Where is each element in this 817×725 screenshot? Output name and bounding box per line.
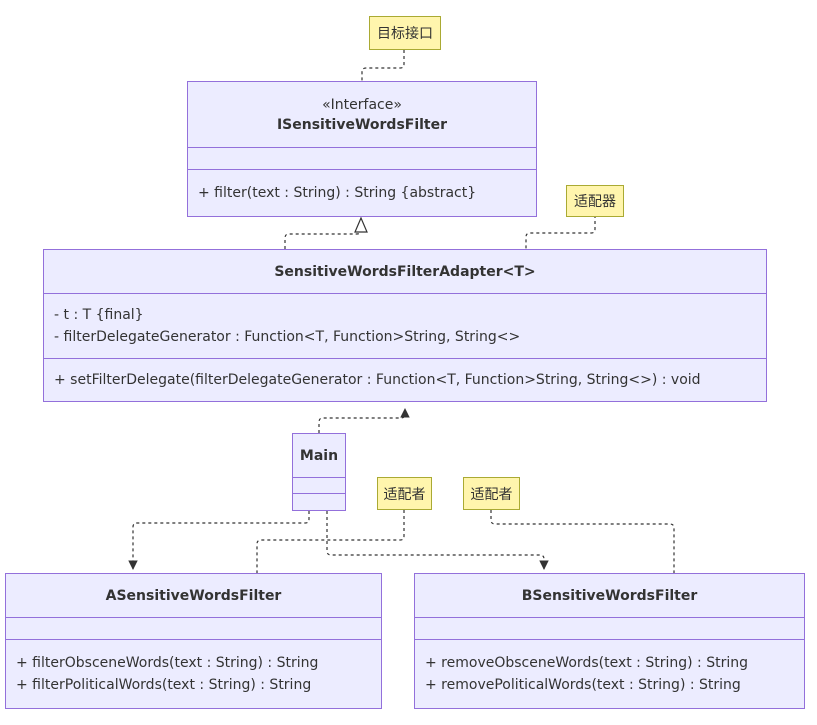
method-set-filter-delegate: + setFilterDelegate(filterDelegateGenera… <box>54 372 701 388</box>
note-link-adapter <box>525 215 596 249</box>
method-filter-obscene-words: + filterObsceneWords(text : String) : St… <box>16 655 319 671</box>
dependency-edge-main-adapter <box>318 408 410 433</box>
methods-section <box>293 494 345 510</box>
class-header: «Interface» ISensitiveWordsFilter <box>188 82 536 148</box>
methods-section: + setFilterDelegate(filterDelegateGenera… <box>44 359 766 401</box>
class-name: BSensitiveWordsFilter <box>521 587 698 604</box>
methods-section: + removeObsceneWords(text : String) : St… <box>415 640 804 708</box>
class-header: BSensitiveWordsFilter <box>415 574 804 618</box>
note-link-target <box>361 50 405 81</box>
realization-edge <box>284 228 362 249</box>
attributes-section <box>188 148 536 170</box>
class-header: Main <box>293 434 345 478</box>
note-adaptee-a[interactable]: 适配者 <box>377 477 432 510</box>
class-isensitivewordsfilter[interactable]: «Interface» ISensitiveWordsFilter + filt… <box>187 81 537 217</box>
class-asensitivewordsfilter[interactable]: ASensitiveWordsFilter + filterObsceneWor… <box>5 573 382 709</box>
attributes-section <box>6 618 381 640</box>
note-target-interface[interactable]: 目标接口 <box>369 16 441 50</box>
realization-arrowhead <box>354 216 368 233</box>
method-remove-political-words: + removePoliticalWords(text : String) : … <box>425 677 741 693</box>
class-sensitivewordsfilteradapter[interactable]: SensitiveWordsFilterAdapter<T> - t : T {… <box>43 249 767 402</box>
class-header: SensitiveWordsFilterAdapter<T> <box>44 250 766 294</box>
attribute-filter-delegate-generator: - filterDelegateGenerator : Function<T, … <box>54 329 521 345</box>
class-bsensitivewordsfilter[interactable]: BSensitiveWordsFilter + removeObsceneWor… <box>414 573 805 709</box>
attributes-section <box>415 618 804 640</box>
method-remove-obscene-words: + removeObsceneWords(text : String) : St… <box>425 655 748 671</box>
note-adaptee-b[interactable]: 适配者 <box>463 477 520 510</box>
note-link-adaptee-b <box>490 510 675 573</box>
class-main[interactable]: Main <box>292 433 346 511</box>
method-filter-political-words: + filterPoliticalWords(text : String) : … <box>16 677 312 693</box>
class-name: ASensitiveWordsFilter <box>105 587 282 604</box>
methods-section: + filter(text : String) : String {abstra… <box>188 170 536 216</box>
methods-section: + filterObsceneWords(text : String) : St… <box>6 640 381 708</box>
dependency-edge-main-a <box>128 511 310 570</box>
dependency-edge-main-b <box>326 511 549 570</box>
stereotype-label: «Interface» <box>322 96 402 113</box>
note-adapter[interactable]: 适配器 <box>566 185 624 217</box>
attribute-t: - t : T {final} <box>54 307 144 323</box>
note-link-adaptee-a <box>256 510 405 573</box>
class-name: Main <box>299 447 339 464</box>
class-name: ISensitiveWordsFilter <box>276 116 448 133</box>
method-filter: + filter(text : String) : String {abstra… <box>198 185 477 201</box>
attributes-section: - t : T {final} - filterDelegateGenerato… <box>44 294 766 359</box>
class-header: ASensitiveWordsFilter <box>6 574 381 618</box>
attributes-section <box>293 478 345 494</box>
class-name: SensitiveWordsFilterAdapter<T> <box>274 263 536 280</box>
